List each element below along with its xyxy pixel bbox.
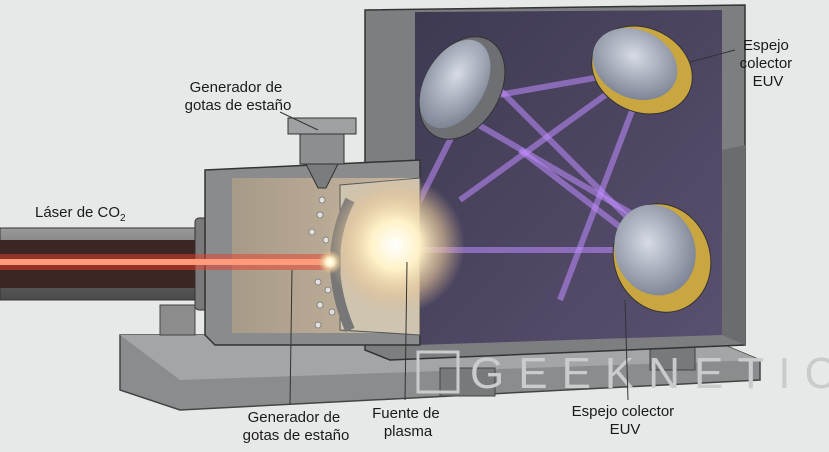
leader-lines [279, 49, 736, 406]
label-droplet-generator-bottom: Generador de gotas de estaño [243, 409, 350, 444]
svg-text:GEEKNETIC: GEEKNETIC [470, 349, 829, 398]
laser-tube [0, 217, 218, 336]
laser-beam [0, 254, 330, 270]
plasma-glow [325, 175, 465, 315]
label-collector-mirror-bottom: Espejo colector EUV [572, 403, 679, 438]
collector-mirror-top-right [591, 25, 693, 115]
watermark: GEEKNETIC [416, 349, 829, 398]
collector-mirror-bottom [612, 203, 712, 313]
droplet-generator [287, 117, 357, 189]
tin-droplets [308, 196, 336, 329]
label-co2-laser: Láser de CO2 [35, 204, 126, 224]
label-plasma-source: Fuente de plasma [372, 405, 444, 440]
label-droplet-generator-top: Generador de gotas de estaño [185, 79, 292, 114]
label-collector-mirror-top: Espejo colector EUV [740, 37, 797, 90]
collector-mirror-top-left [418, 36, 506, 140]
